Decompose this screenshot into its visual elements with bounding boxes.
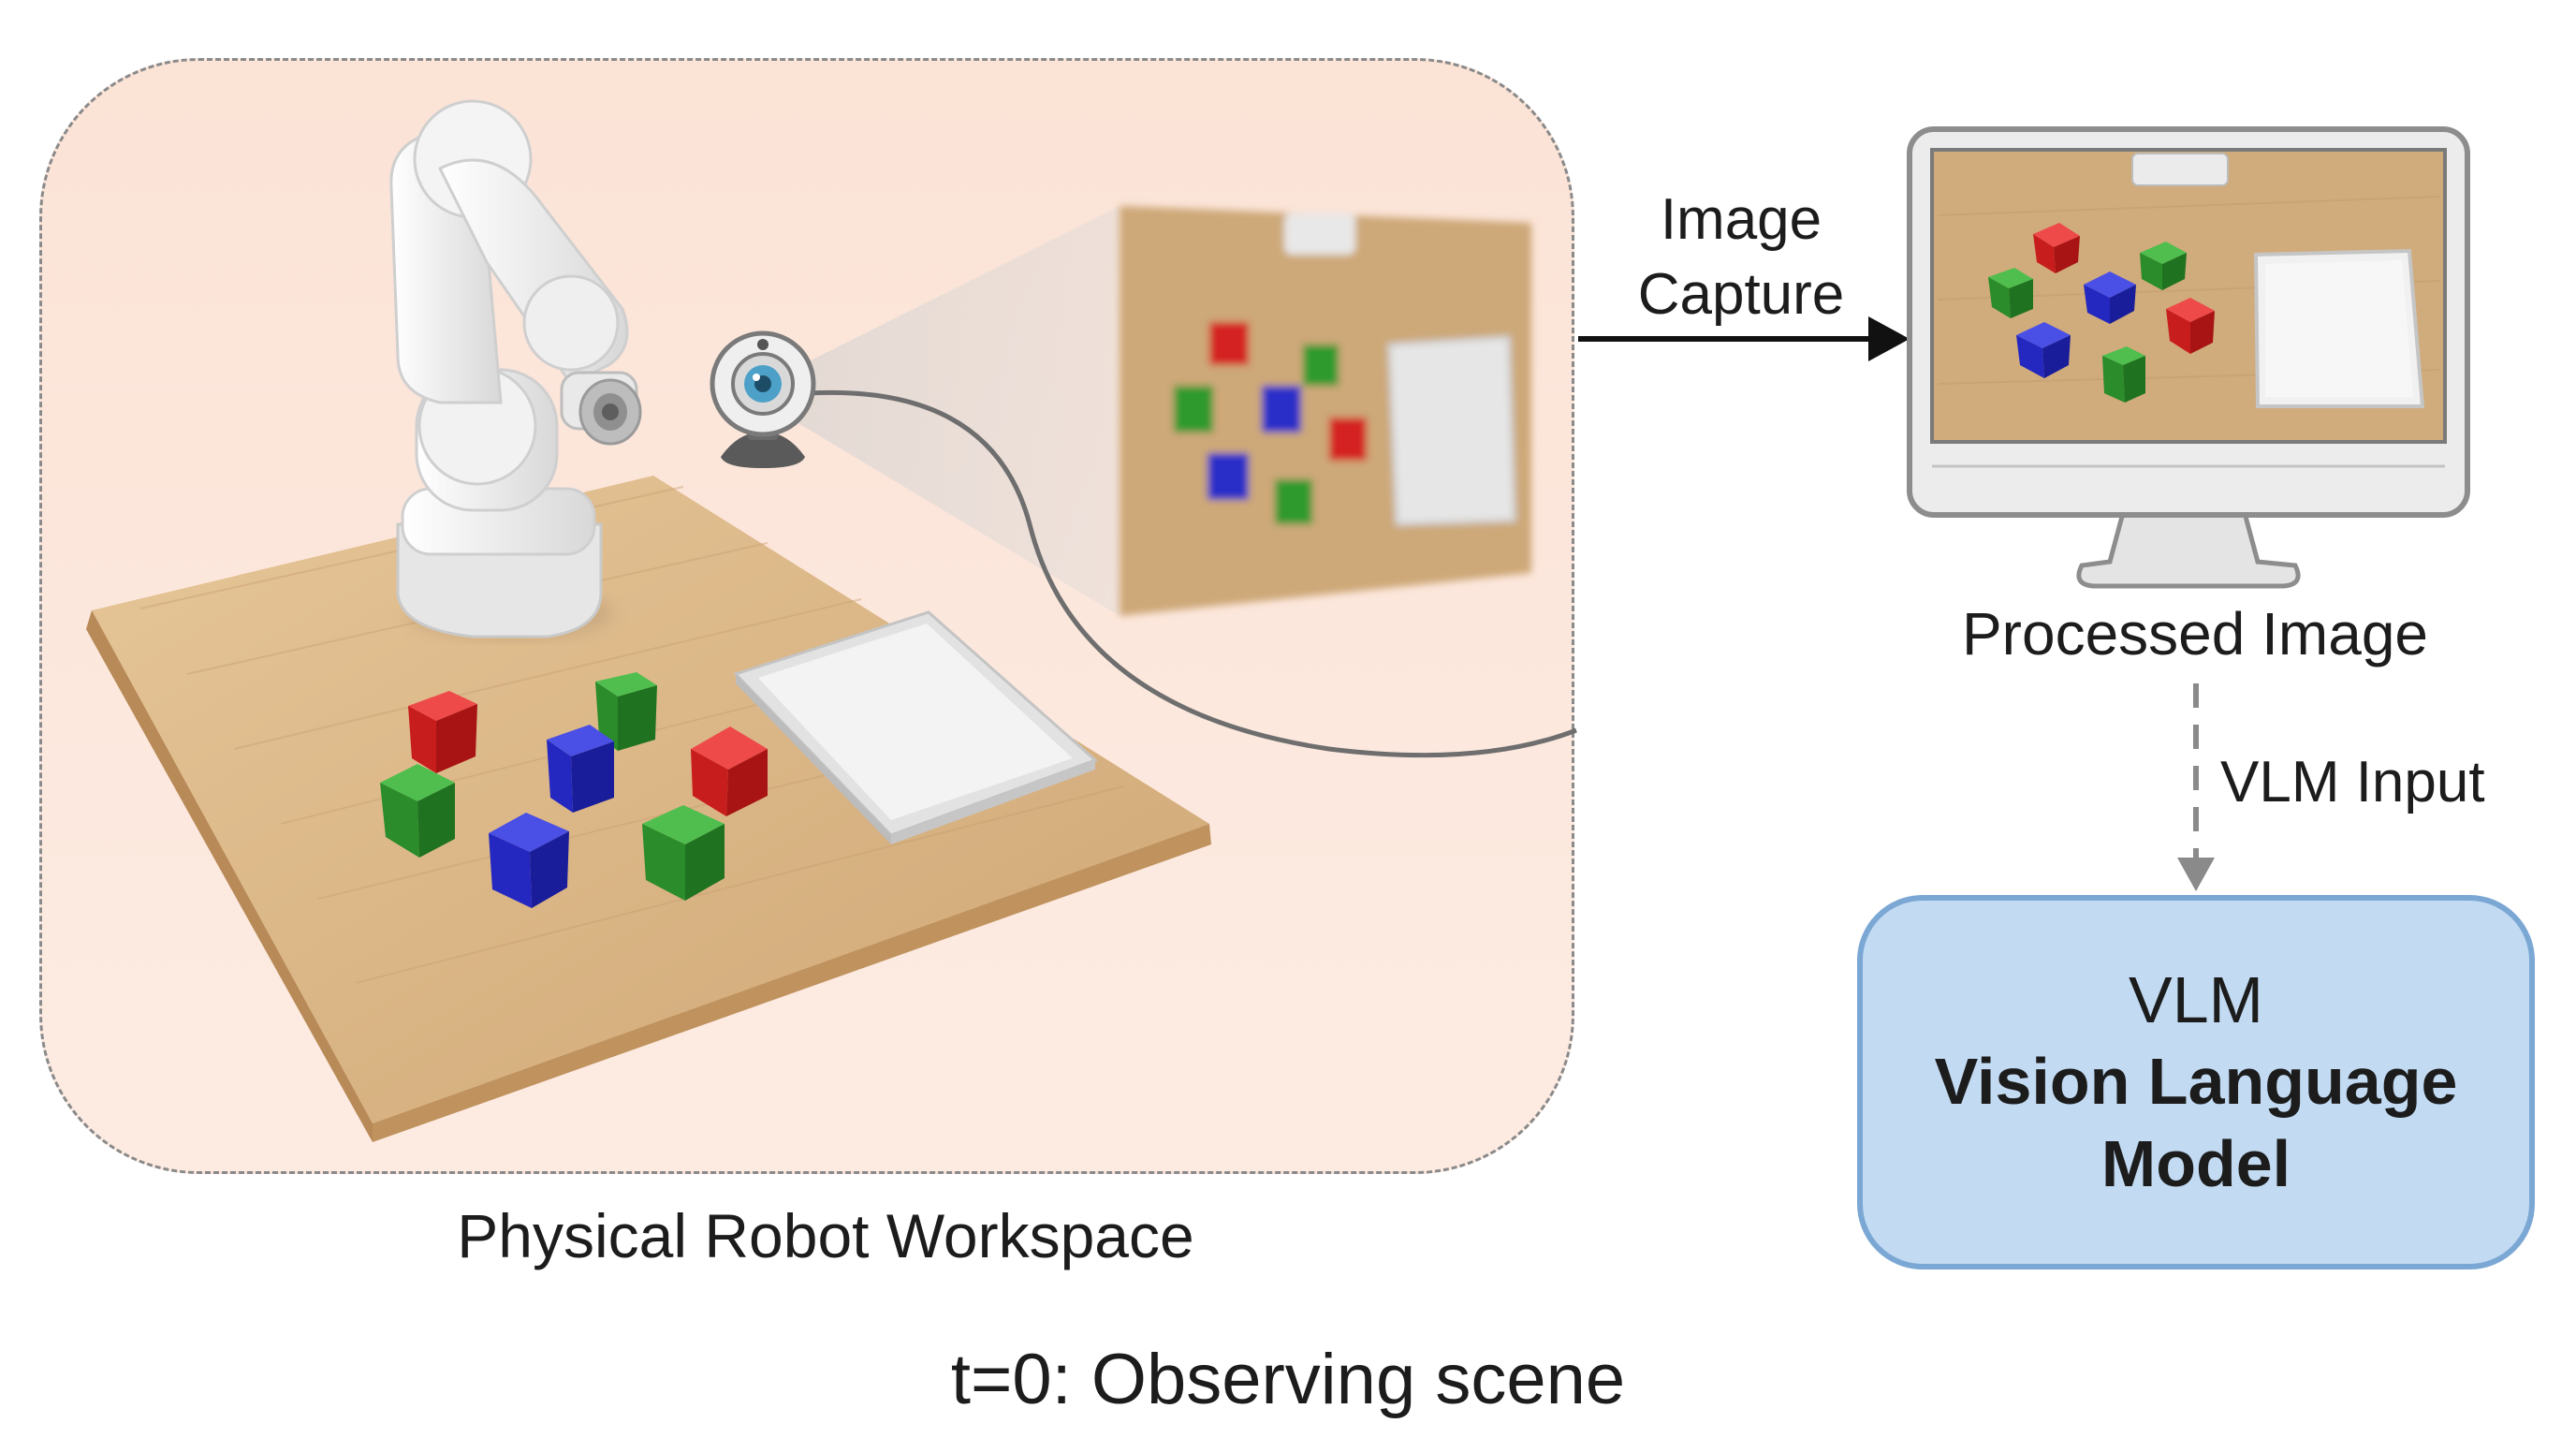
cube-green-2 (380, 764, 455, 858)
robot-arm-icon (389, 99, 642, 639)
cube-blue-1 (547, 725, 614, 813)
workspace-caption: Physical Robot Workspace (457, 1201, 1194, 1270)
frame-caption: t=0: Observing scene (950, 1340, 1626, 1419)
wooden-table (86, 476, 1211, 1142)
cube-green-3 (642, 805, 724, 901)
vlm-title: VLM (2129, 963, 2263, 1036)
monitor-screen-image (1937, 153, 2440, 408)
camera-view-beam (783, 206, 1120, 616)
vlm-box: VLM Vision Language Model (1857, 895, 2535, 1269)
vlm-subtitle: Vision Language Model (1934, 1045, 2458, 1200)
arrow-down-icon (2177, 683, 2215, 891)
camera-view-image (1120, 206, 1531, 616)
cube-red-2 (691, 726, 768, 816)
webcam-cable (808, 389, 1577, 758)
cube-blue-2 (489, 813, 569, 908)
cube-red-1 (408, 691, 477, 773)
capture-arrow-label: Image Capture (1637, 187, 1845, 327)
tray (733, 610, 1098, 844)
vlm-input-label: VLM Input (2220, 750, 2485, 814)
monitor-caption: Processed Image (1961, 600, 2429, 668)
webcam-icon (710, 330, 816, 468)
arrow-right-icon (1578, 316, 1910, 361)
